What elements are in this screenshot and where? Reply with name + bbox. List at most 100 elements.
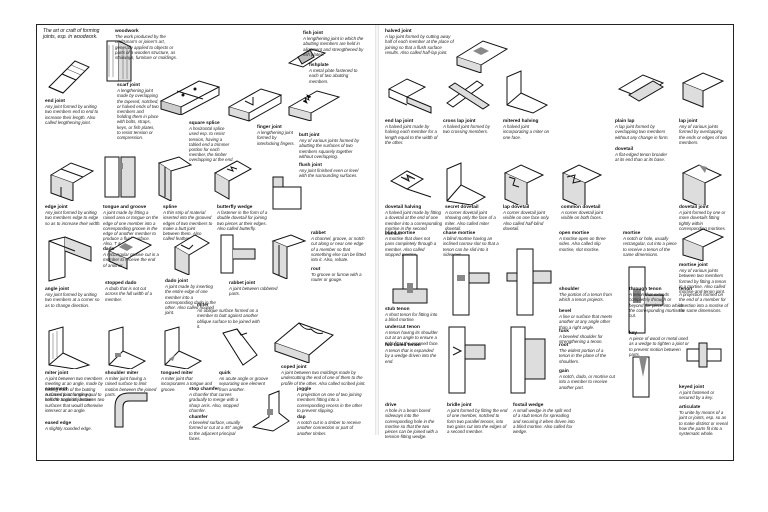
cross-lap-joint-sketch [443, 75, 495, 115]
gain-sketch [503, 325, 551, 395]
end-lap-joint-sketch [385, 75, 437, 115]
halved-joint-sketch [455, 33, 511, 73]
foxtail-wedge-sketch [619, 355, 671, 399]
butterfly-wedge-sketch [211, 157, 255, 201]
common-dovetail-sketch [559, 161, 607, 205]
coped-joint-sketch [271, 315, 341, 363]
shoulder-miter-sketch [105, 325, 153, 369]
dovetail-joint-sketch [679, 161, 727, 205]
easement-sketch [111, 387, 151, 431]
mortise-sketch [619, 265, 667, 335]
end-joint-sketch [45, 47, 93, 95]
joggle-sketch [249, 387, 293, 433]
tongued-miter-sketch [161, 325, 209, 369]
page-gutter [375, 25, 379, 435]
lap-dovetail-sketch [501, 161, 549, 205]
intro-text: The art or craft of forming joints, esp.… [43, 28, 100, 40]
miter-joint-sketch [45, 325, 99, 369]
rabbet-joint-sketch [269, 231, 309, 279]
scarf-joint-sketch [159, 75, 223, 115]
angle-joint-sketch [45, 235, 99, 283]
dado-joint-sketch [217, 231, 261, 277]
through-mortise-sketch [503, 247, 553, 317]
square-splice-sketch [227, 83, 283, 123]
butt-joint-sketch [269, 173, 309, 213]
tongue-groove-sketch [101, 153, 141, 201]
secret-dovetail-sketch [443, 161, 491, 205]
stopped-dado-sketch [171, 231, 211, 275]
plain-lap-sketch [615, 69, 667, 109]
edge-joint-sketch [47, 153, 97, 201]
chase-mortise-sketch [445, 253, 493, 317]
woodwork-sketch [101, 37, 151, 85]
fox-tailed-sketch [443, 325, 491, 395]
dovetail-halving-sketch [387, 161, 435, 201]
stub-tenon-sketch [389, 253, 433, 305]
keyed-joint-sketch [683, 335, 727, 379]
document-sheet: The art or craft of forming joints, esp.… [36, 24, 734, 461]
fish-joint-sketch [287, 45, 327, 73]
finger-joint-sketch [287, 85, 343, 121]
left-page: The art or craft of forming joints, esp.… [41, 25, 371, 441]
